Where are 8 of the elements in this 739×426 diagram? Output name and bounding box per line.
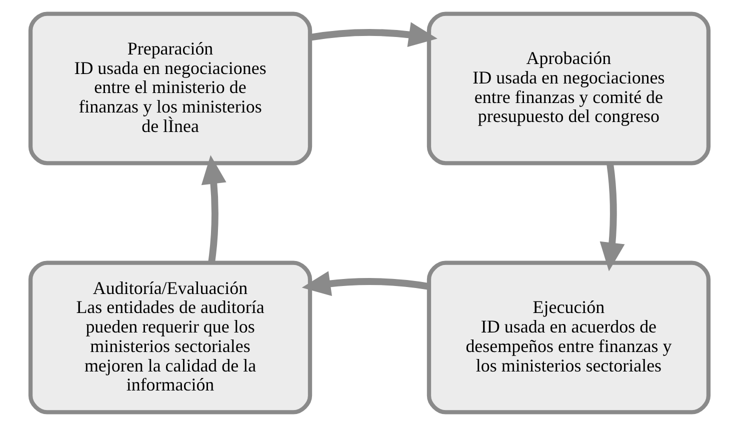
node-box: Preparación ID usada en negociaciones entre el ministerio de finanzas y los ministerios de lÌnea bbox=[28, 12, 312, 166]
arrow bbox=[310, 22, 438, 47]
node-box: Auditoría/Evaluación Las entidades de auditoría pueden requerir que los ministerios sectoriales mejoren la calidad de la información bbox=[28, 260, 312, 414]
arrow bbox=[600, 163, 625, 272]
node-box: Aprobación ID usada en negociaciones entre finanzas y comité de presupuesto del congreso bbox=[426, 12, 711, 166]
arrow bbox=[302, 271, 430, 296]
node-box: Ejecución ID usada en acuerdos de desempeños entre finanzas y los ministerios sectoriales bbox=[426, 260, 711, 414]
arrow bbox=[201, 155, 226, 264]
